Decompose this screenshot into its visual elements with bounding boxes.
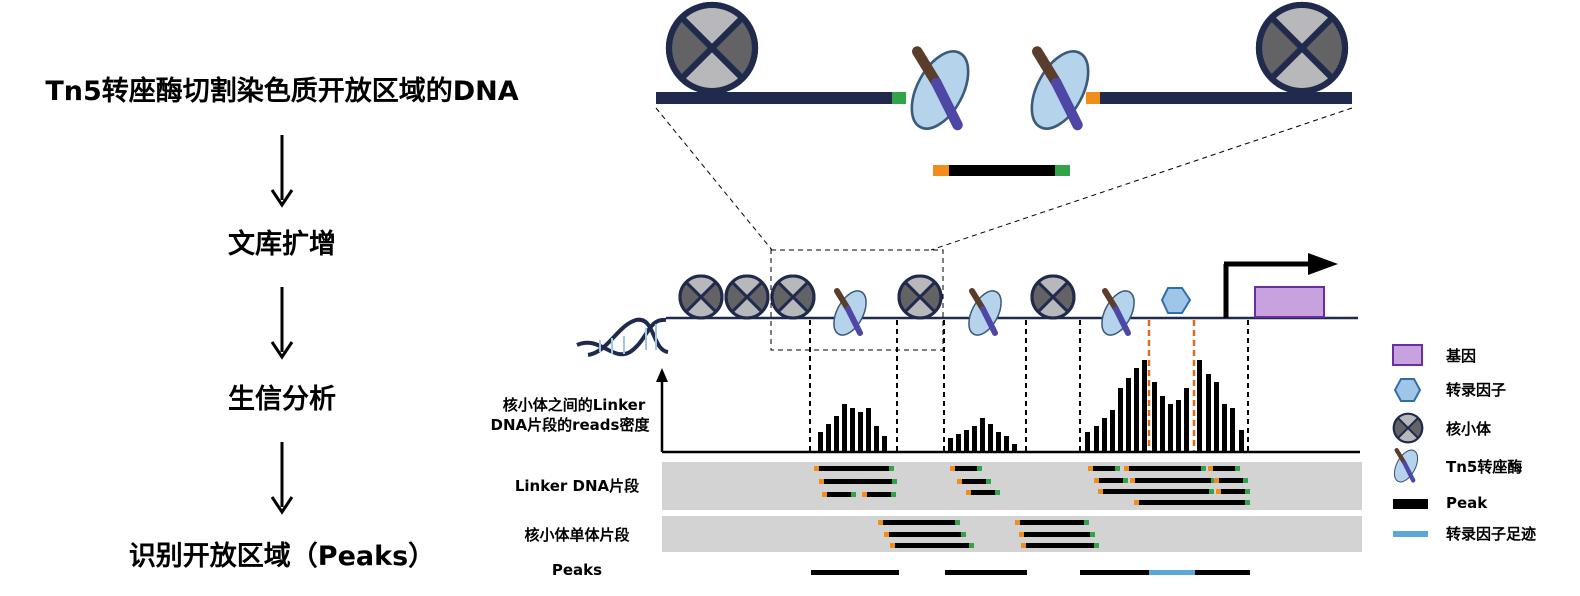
tn5-transposase-icon <box>1020 42 1100 138</box>
step-2-label: 文库扩增 <box>228 228 336 260</box>
linker-track-label: Linker DNA片段 <box>515 477 639 495</box>
nucleosome-icon <box>1030 274 1076 320</box>
adapter-green <box>892 92 906 104</box>
mono-track-label: 核小体单体片段 <box>524 526 629 544</box>
gene-box-icon <box>1254 286 1325 318</box>
peak-bar <box>945 570 1027 575</box>
adapter-orange <box>933 165 949 176</box>
zoom-box <box>770 249 944 351</box>
density-track: 核小体之间的Linker DNA片段的reads密度 <box>491 360 1360 454</box>
density-bars <box>818 360 1244 452</box>
legend-tf: 转录因子 <box>1446 381 1506 399</box>
dna-fragment <box>949 165 1055 176</box>
density-label-line-2: DNA片段的reads密度 <box>491 416 651 434</box>
tss-arrow-icon <box>1223 253 1338 318</box>
guide-lines <box>809 320 1249 452</box>
density-label-line-1: 核小体之间的Linker <box>503 396 646 414</box>
dna-strand <box>1100 92 1352 104</box>
legend-peak: Peak <box>1446 494 1488 512</box>
arrow-down-icon <box>270 287 294 360</box>
transcription-factor-icon <box>1160 287 1192 314</box>
footprint-legend-swatch <box>1393 531 1428 537</box>
chromatin-row <box>576 249 1358 357</box>
dna-strand <box>656 92 892 104</box>
legend: 基因 转录因子 核小体 Tn5转座酶 Peak 转录因子足迹 <box>1390 344 1536 543</box>
legend-tn5: Tn5转座酶 <box>1446 458 1522 476</box>
nucleosome-icon <box>1259 5 1345 91</box>
gene-box-icon <box>1392 344 1423 366</box>
transcription-factor-icon <box>1393 378 1422 402</box>
peaks-track: Peaks <box>552 561 1250 579</box>
legend-nucleosome: 核小体 <box>1446 420 1492 438</box>
tn5-transposase-icon <box>900 42 980 138</box>
arrow-down-icon <box>270 442 294 515</box>
nucleosome-icon <box>678 274 724 320</box>
nucleosome-icon <box>669 5 755 91</box>
tn5-transposase-icon <box>827 286 872 341</box>
tn5-transposase-icon <box>962 286 1007 341</box>
nucleosome-icon <box>1392 412 1424 444</box>
mono-fragments <box>878 520 1099 548</box>
axis-arrow-icon <box>656 368 668 382</box>
arrow-down-icon <box>270 135 294 208</box>
step-3-label: 生信分析 <box>228 384 336 415</box>
zoom-inset <box>655 5 1353 251</box>
workflow: Tn5转座酶切割染色质开放区域的DNA 文库扩增 生信分析 识别开放区域（Pea… <box>45 75 518 572</box>
peak-bar <box>811 570 899 575</box>
legend-footprint: 转录因子足迹 <box>1446 525 1536 543</box>
adapter-green <box>1055 165 1070 176</box>
nucleosome-icon <box>770 274 816 320</box>
adapter-orange <box>1086 92 1100 104</box>
nucleosome-icon <box>724 274 770 320</box>
legend-gene: 基因 <box>1445 347 1476 365</box>
tn5-transposase-icon <box>1390 446 1423 485</box>
mono-track: 核小体单体片段 <box>524 516 1362 552</box>
peaks-track-label: Peaks <box>552 561 602 579</box>
linker-fragments <box>814 466 1250 505</box>
peak-legend-swatch <box>1393 499 1428 509</box>
footprint-bar <box>1149 570 1195 575</box>
step-4-label: 识别开放区域（Peaks） <box>129 540 435 572</box>
dna-helix-icon <box>576 317 669 357</box>
tn5-transposase-icon <box>1095 286 1140 341</box>
step-1-label: Tn5转座酶切割染色质开放区域的DNA <box>45 75 518 107</box>
linker-track: Linker DNA片段 <box>515 462 1362 510</box>
nucleosome-icon <box>897 274 943 320</box>
